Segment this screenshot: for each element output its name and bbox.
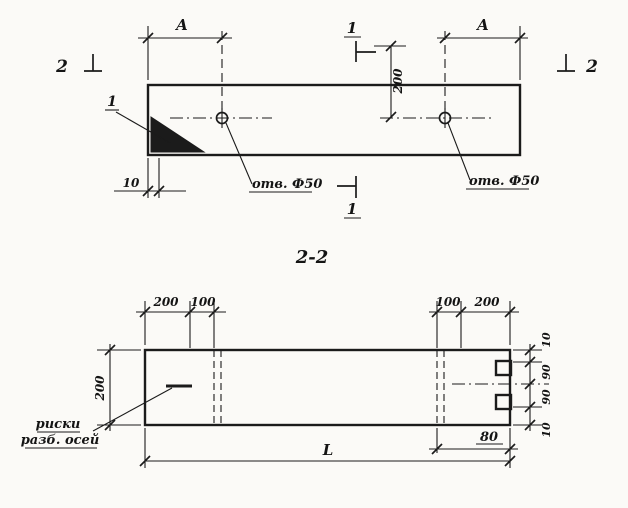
dim-right-upper-label: 90 (540, 364, 553, 380)
dim-top-left-inner-label: 100 (190, 295, 216, 309)
dim-a-right-label: A (475, 16, 489, 34)
section-mark-1-bottom: 1 (337, 176, 361, 219)
section-title: 2-2 (295, 247, 329, 268)
hole-right-label: отв. Ф50 (469, 174, 539, 189)
section-mark-1-top: 1 (344, 19, 376, 62)
top-view: A A 200 1 1 (55, 16, 598, 219)
groove-bottom (494, 393, 513, 411)
section-2-left-label: 2 (55, 57, 68, 77)
hole-left-label: отв. Ф50 (252, 177, 322, 192)
section-mark-2-left: 2 (55, 54, 102, 77)
axes-note-line2: разб. осей (21, 433, 100, 448)
dims-right-chain: 10 90 90 10 (513, 332, 553, 438)
dim-80-label: 80 (480, 430, 498, 445)
dims-top-left: 200 100 (136, 295, 226, 348)
dim-right-top-edge-label: 10 (540, 332, 553, 348)
dim-right-bottom-edge-label: 10 (540, 422, 553, 438)
dim-10-label: 10 (123, 176, 140, 190)
section-1-top-label: 1 (347, 19, 357, 37)
axes-note-line1: риски (36, 417, 81, 432)
section-1-bottom-label: 1 (347, 200, 357, 218)
dim-top-left-outer-label: 200 (152, 295, 179, 309)
hidden-lines-right (436, 350, 445, 425)
section-view: 2-2 200 100 (21, 247, 553, 468)
dim-top-right-outer-label: 200 (473, 295, 500, 309)
axes-note: риски разб. осей (21, 387, 173, 449)
section-mark-2-right: 2 (557, 54, 598, 77)
dim-a-right: A (437, 16, 528, 110)
dim-left-height: 200 (93, 344, 141, 431)
corner-triangle-mark (150, 116, 206, 153)
dim-left-height-label: 200 (93, 375, 107, 402)
hole-right (380, 108, 492, 128)
dim-a-left-label: A (174, 16, 188, 34)
dim-right-lower-label: 90 (540, 389, 553, 405)
dim-a-left: A (138, 16, 232, 110)
dim-200-vertical-label: 200 (391, 68, 405, 95)
dim-10: 10 (114, 158, 186, 198)
dim-200-vertical: 200 (374, 40, 406, 123)
dim-80: 80 (429, 428, 518, 468)
dim-length-label: L (322, 441, 334, 459)
hole-left-callout: отв. Ф50 (225, 122, 322, 193)
hole-left (170, 108, 272, 128)
groove-top (494, 359, 513, 377)
hidden-lines-left (213, 350, 222, 425)
detail-callout-label: 1 (107, 94, 117, 110)
dim-top-right-inner-label: 100 (435, 295, 461, 309)
section-body-outline (143, 348, 512, 427)
beam-outline (146, 83, 522, 157)
section-2-right-label: 2 (585, 57, 598, 77)
dims-top-right: 100 200 (429, 295, 519, 348)
dim-length: L (139, 428, 516, 468)
detail-callout-1: 1 (105, 94, 171, 144)
hole-right-callout: отв. Ф50 (447, 122, 539, 190)
